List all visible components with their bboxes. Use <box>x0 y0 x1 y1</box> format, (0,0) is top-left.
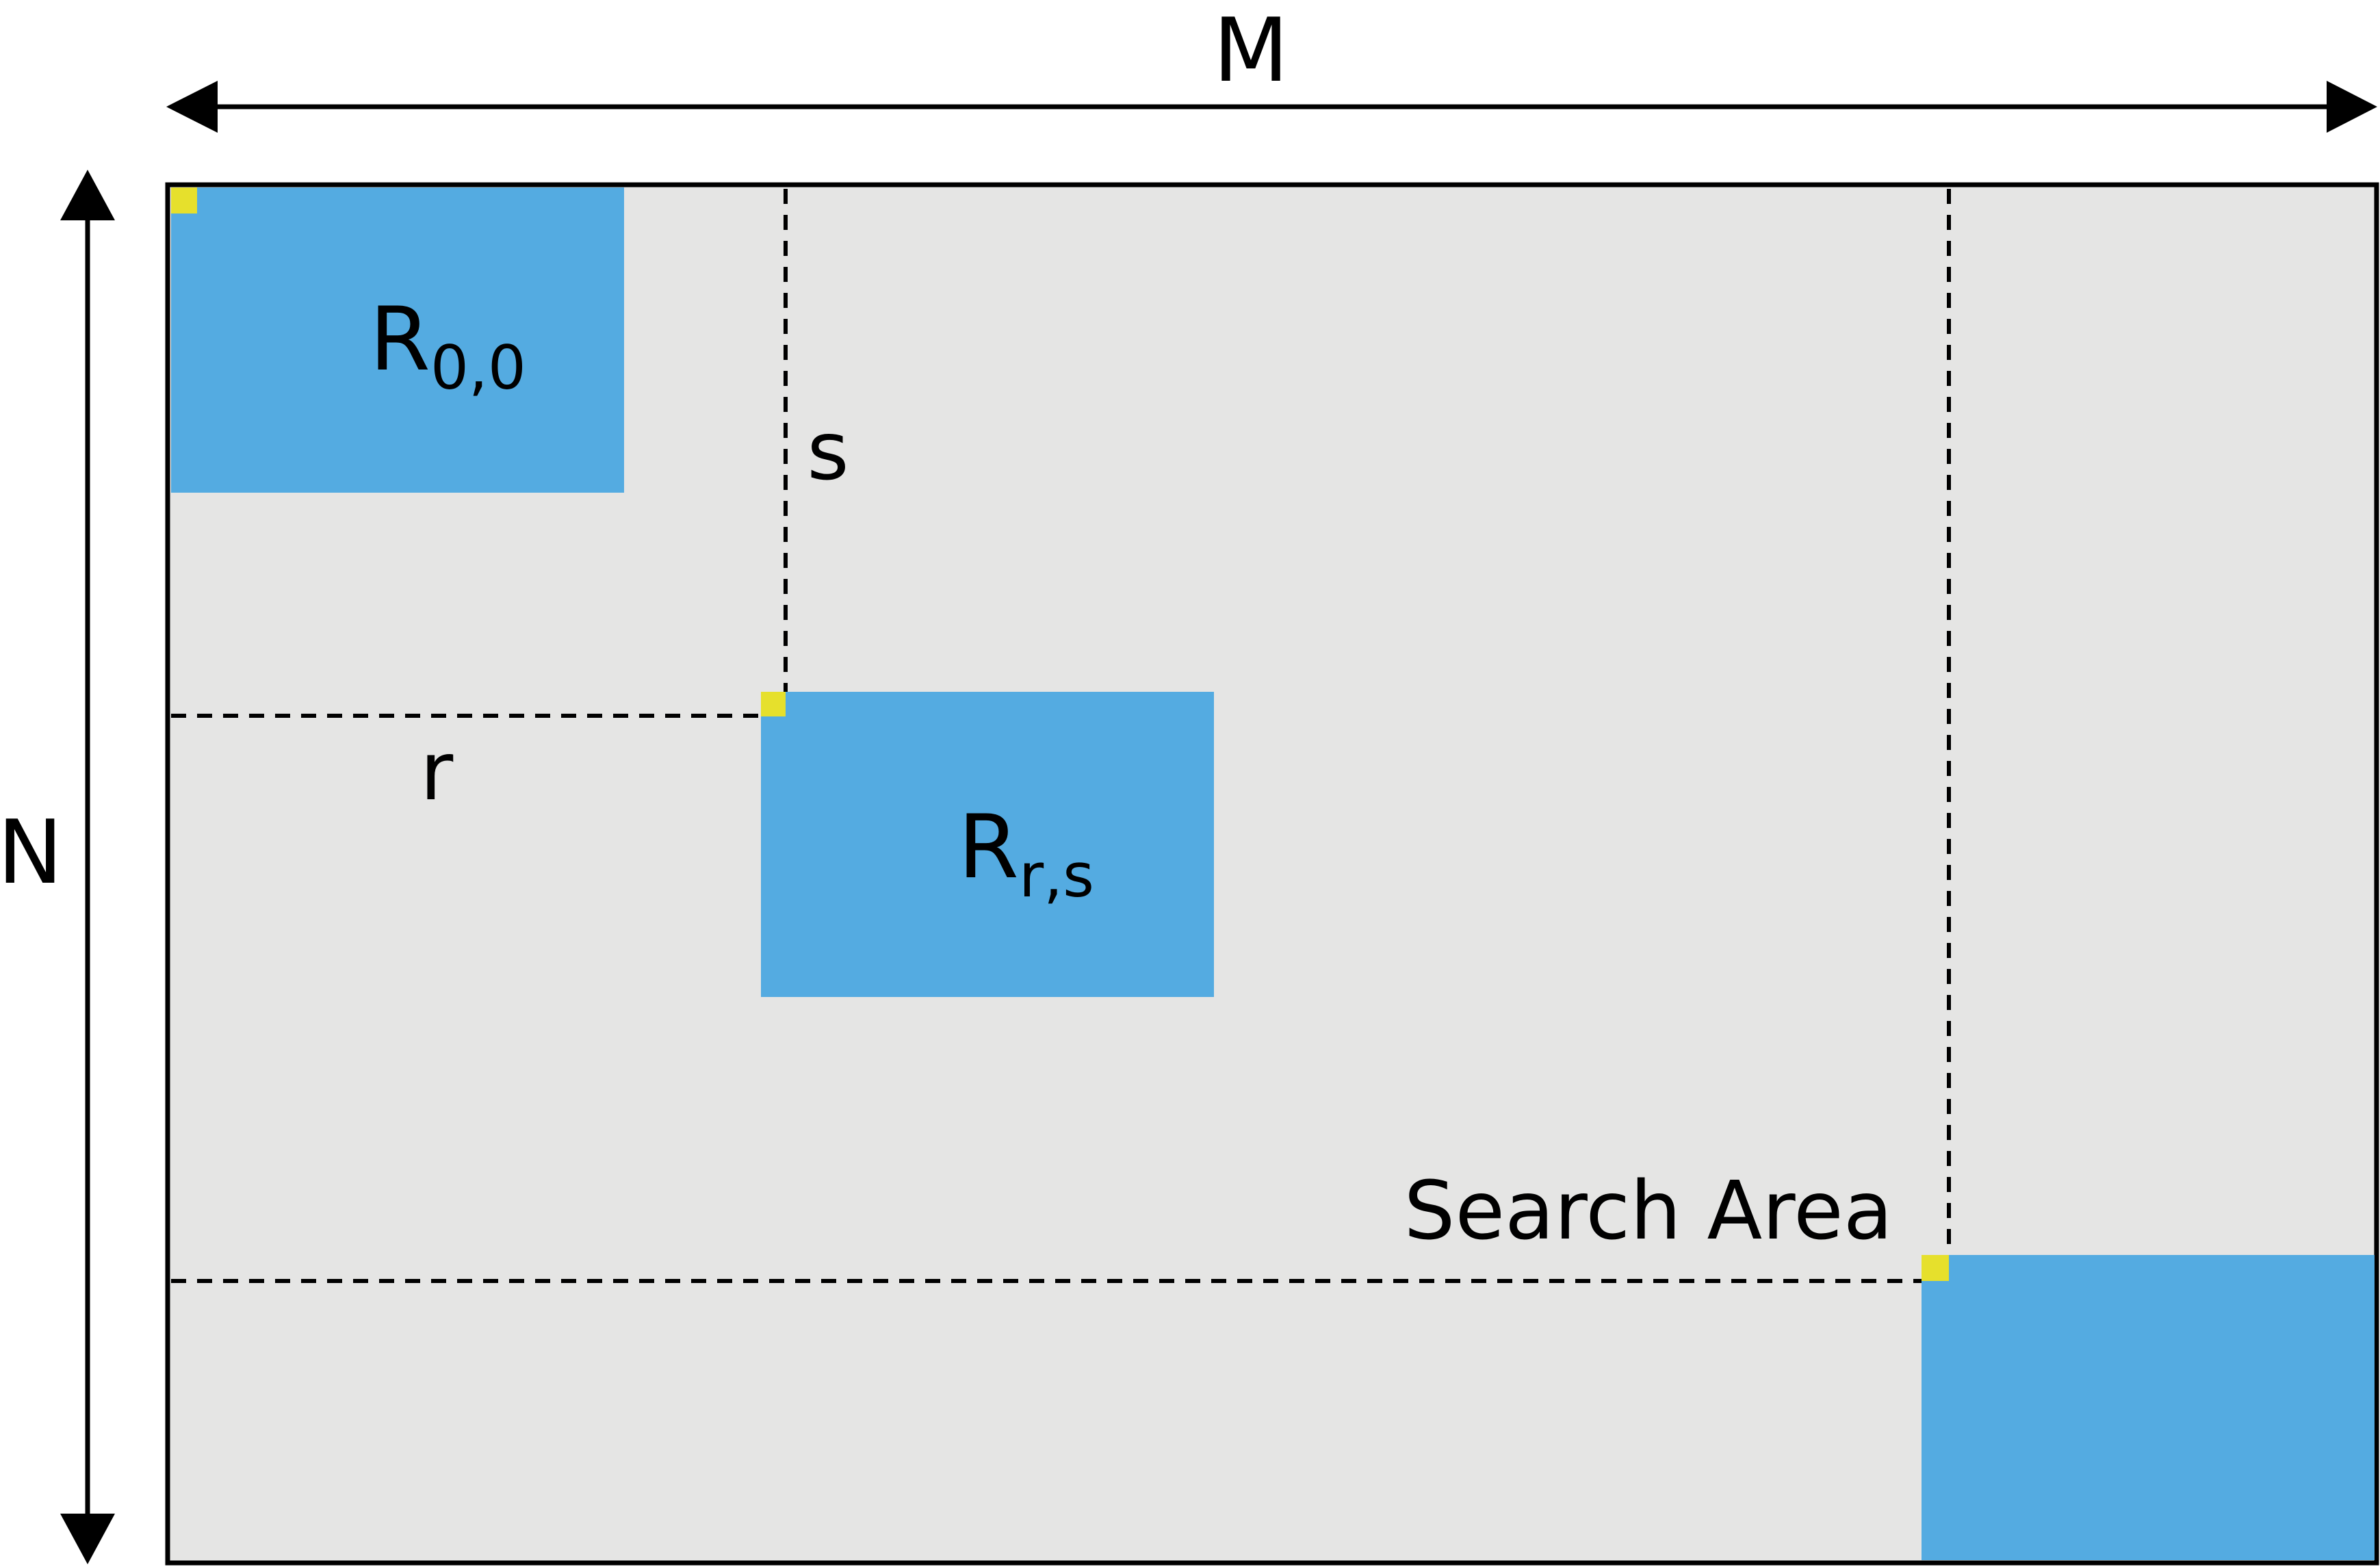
origin-marker <box>1922 1255 1949 1281</box>
guide-lines <box>171 189 1951 1283</box>
region-r-0-0: R0,0 <box>171 187 624 493</box>
width-label: M <box>1213 0 1289 102</box>
origin-marker <box>171 187 197 213</box>
region-last <box>1922 1255 2375 1560</box>
origin-marker <box>761 692 786 716</box>
arrow-up-icon <box>60 170 115 220</box>
r-label: r <box>420 724 454 818</box>
arrow-left-icon <box>166 81 218 133</box>
region-label-subscript: r,s <box>1019 840 1094 911</box>
search-area-label: Search Area <box>1404 1163 1893 1258</box>
region-label: R0,0 <box>370 289 526 403</box>
region-label-main: R <box>958 797 1019 898</box>
width-dimension-arrow <box>166 81 2377 133</box>
s-label: s <box>807 404 849 498</box>
region-label-main: R <box>370 289 430 391</box>
region-r-r-s: Rr,s <box>761 692 1214 997</box>
arrow-down-icon <box>60 1514 115 1564</box>
region-label: Rr,s <box>958 797 1094 911</box>
arrow-right-icon <box>2327 81 2377 133</box>
region-label-subscript: 0,0 <box>430 333 526 403</box>
height-dimension-arrow <box>60 170 115 1564</box>
height-label: N <box>0 802 63 904</box>
